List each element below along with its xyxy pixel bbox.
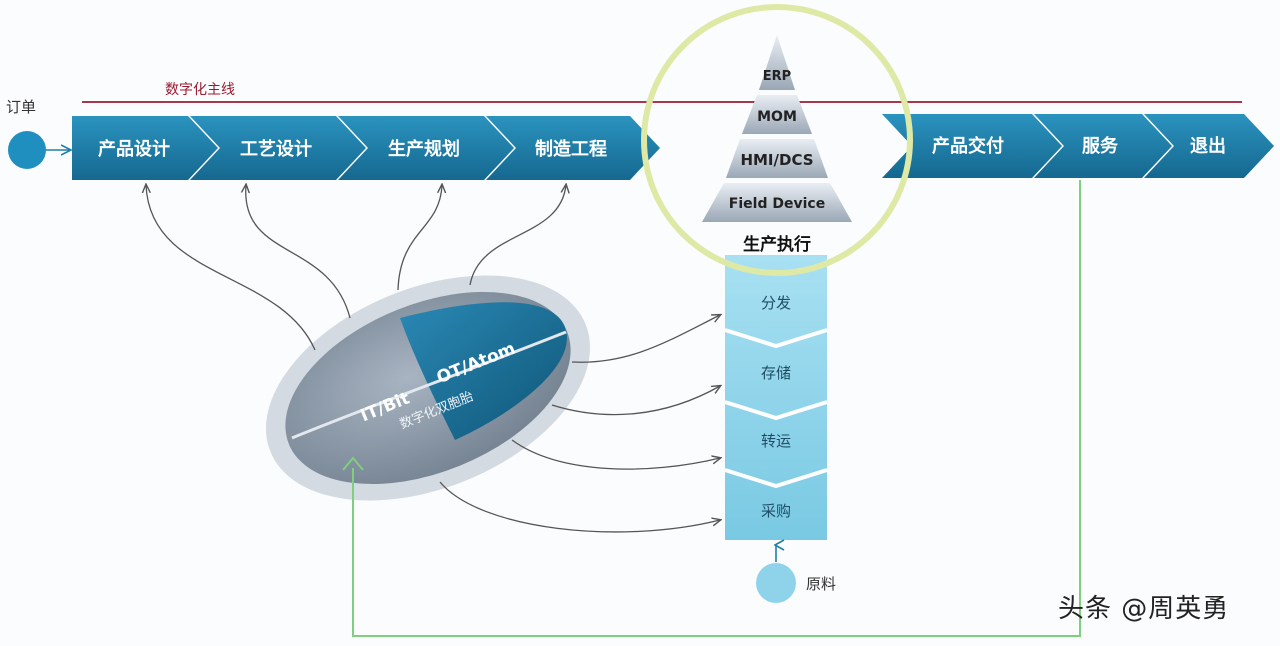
feedback-loop-line bbox=[352, 180, 1081, 637]
connector bbox=[246, 185, 351, 319]
chevron-product-design bbox=[72, 116, 218, 180]
order-circle bbox=[8, 131, 46, 169]
connector bbox=[551, 386, 720, 416]
chevron-exit bbox=[1144, 114, 1274, 178]
chevron-process-design bbox=[190, 116, 366, 180]
logistics-bar bbox=[725, 255, 827, 540]
logistics-label: 分发 bbox=[761, 294, 791, 312]
production-label: 生产执行 bbox=[743, 234, 811, 255]
order-label: 订单 bbox=[6, 98, 36, 116]
logistics-divider bbox=[724, 468, 828, 489]
watermark: 头条 @周英勇 bbox=[1058, 594, 1230, 624]
pyramid-label: Field Device bbox=[729, 196, 825, 212]
downstream-chevrons bbox=[882, 114, 1274, 178]
production-circle bbox=[641, 4, 913, 276]
twin-divider bbox=[291, 330, 567, 440]
step-label: 制造工程 bbox=[535, 138, 607, 160]
chevron-service bbox=[1034, 114, 1172, 178]
connector bbox=[439, 481, 720, 533]
connector bbox=[511, 439, 720, 470]
connector bbox=[397, 185, 442, 291]
twin-to-process-connectors bbox=[146, 185, 566, 351]
digital-twin bbox=[265, 275, 591, 501]
logistics-divider bbox=[724, 328, 828, 349]
logistics-label: 采购 bbox=[761, 502, 791, 520]
connector bbox=[571, 315, 720, 363]
step-label: 产品交付 bbox=[932, 135, 1004, 157]
pyramid-level-erp bbox=[759, 35, 795, 90]
chevron-production-planning bbox=[338, 116, 514, 180]
raw-material-circle bbox=[756, 563, 796, 603]
chevron-product-delivery bbox=[882, 114, 1062, 178]
step-label: 生产规划 bbox=[388, 138, 460, 160]
main-line-label: 数字化主线 bbox=[165, 82, 235, 98]
connector bbox=[469, 185, 566, 286]
logistics-label: 转运 bbox=[761, 432, 791, 450]
logistics-label: 存储 bbox=[761, 364, 791, 382]
logistics-divider bbox=[724, 400, 828, 421]
step-label: 工艺设计 bbox=[240, 138, 312, 160]
pyramid-level-mom bbox=[742, 95, 812, 134]
automation-pyramid bbox=[702, 35, 852, 222]
pyramid-label: MOM bbox=[757, 109, 797, 125]
step-label: 产品设计 bbox=[98, 138, 170, 160]
step-label: 退出 bbox=[1190, 135, 1226, 157]
logistics-column bbox=[724, 255, 828, 540]
pyramid-level-hmi bbox=[726, 139, 828, 178]
chevron-manufacturing-engineering bbox=[486, 116, 660, 180]
twin-to-logistics-connectors bbox=[439, 315, 720, 533]
process-chevrons bbox=[72, 116, 660, 180]
raw-material-label: 原料 bbox=[806, 575, 836, 593]
pyramid-level-field bbox=[702, 183, 852, 222]
step-label: 服务 bbox=[1082, 135, 1119, 157]
pyramid-label: HMI/DCS bbox=[740, 151, 813, 169]
connector bbox=[146, 185, 316, 351]
feedback-loop-arrowhead bbox=[342, 456, 364, 471]
pyramid-label: ERP bbox=[763, 69, 791, 84]
twin-ot-half bbox=[400, 302, 567, 440]
